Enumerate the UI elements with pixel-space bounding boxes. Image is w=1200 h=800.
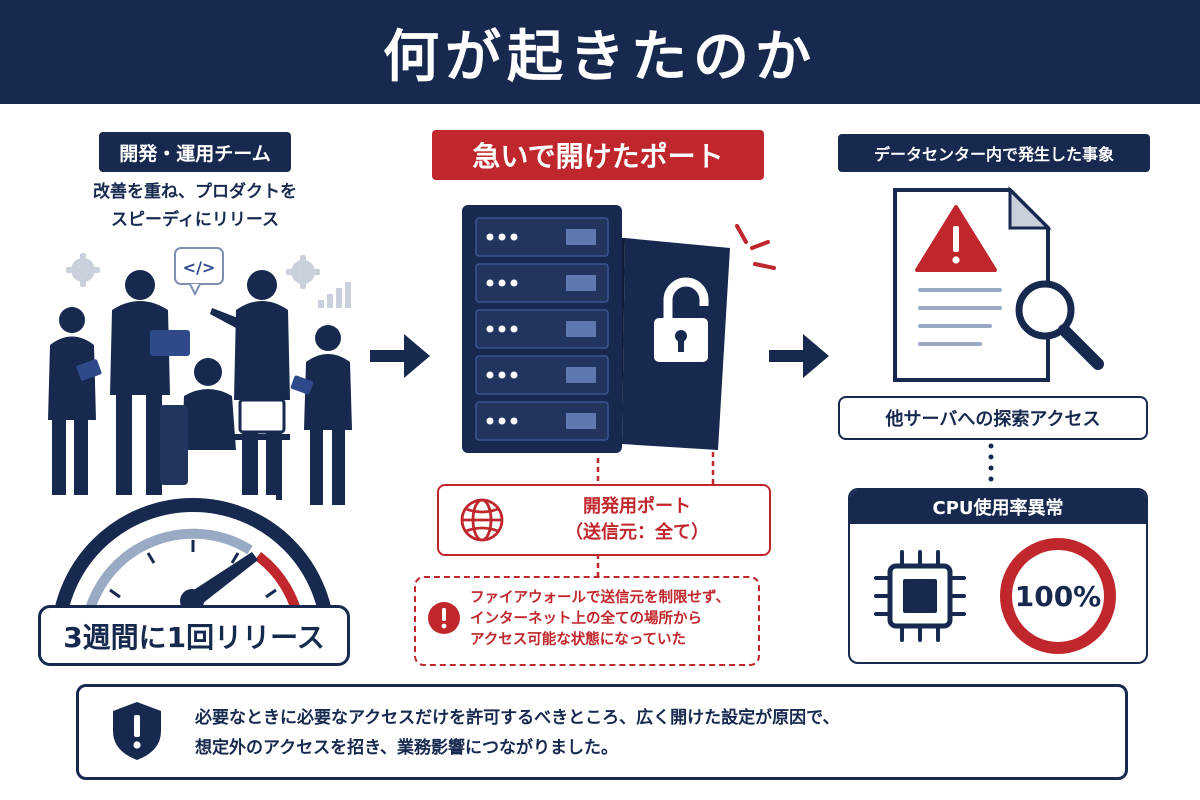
globe-icon [460, 498, 504, 542]
conclusion-line2: 想定外のアクセスを招き、業務影響につながりました。 [195, 738, 618, 758]
port-header: 急いで開けたポート [432, 130, 764, 180]
page-title: 何が起きたのか [383, 24, 817, 90]
person-icon [110, 270, 190, 495]
shield-alert-icon [113, 702, 161, 760]
probe-access-box: 他サーバへの探索アクセス [838, 396, 1148, 440]
cpu-anomaly-box: CPU使用率異常 100% [848, 488, 1148, 664]
dotted-connector [988, 443, 994, 482]
conclusion-line1: 必要なときに必要なアクセスだけを許可するべきところ、広く開けた設定が原因で、 [195, 708, 840, 728]
dev-port-box: 開発用ポート （送信元：全て） [437, 484, 771, 556]
cpu-chip-icon [874, 550, 966, 642]
magnifier-icon [1015, 280, 1104, 370]
release-frequency-label: 3週間に1回リリース [63, 620, 325, 654]
gear-icon [66, 253, 100, 287]
code-bubble-text: </> [183, 258, 216, 277]
server-illustration [462, 205, 776, 488]
firewall-warning-line3: アクセス可能な状態になっていた [470, 632, 687, 648]
dev-port-text: 開発用ポート （送信元：全て） [517, 494, 757, 546]
team-illustration: </> [48, 247, 352, 642]
code-bubble-icon: </> [174, 247, 224, 297]
incident-report-illustration [893, 186, 1104, 382]
cpu-usage-value: 100% [1015, 580, 1102, 613]
firewall-warning-line2: インターネット上の全ての場所から [470, 611, 702, 627]
exclamation-circle-icon [428, 602, 460, 634]
person-icon [48, 307, 102, 495]
datacenter-header: データセンター内で発生した事象 [838, 134, 1150, 172]
unlocked-padlock-icon [654, 277, 709, 362]
firewall-warning-line1: ファイアウォールで送信元を制限せず、 [470, 590, 730, 606]
release-frequency-box: 3週間に1回リリース [38, 605, 350, 666]
dashed-connector-lower [596, 554, 600, 578]
document-icon [893, 186, 1052, 382]
gear-icon-right [286, 255, 320, 289]
alert-lines-icon [735, 224, 776, 270]
dev-port-line1: 開発用ポート [583, 496, 691, 517]
probe-access-label: 他サーバへの探索アクセス [885, 409, 1101, 430]
bar-chart-icon [318, 282, 351, 308]
dev-port-line2: （送信元：全て） [565, 522, 709, 543]
team-caption-line1: 改善を重ね、プロダクトを [93, 182, 297, 202]
firewall-warning-box: ファイアウォールで送信元を制限せず、 インターネット上の全ての場所から アクセス… [414, 576, 760, 666]
conclusion-text: 必要なときに必要なアクセスだけを許可するべきところ、広く開けた設定が原因で、 想… [195, 703, 1115, 763]
firewall-warning-text: ファイアウォールで送信元を制限せず、 インターネット上の全ての場所から アクセス… [470, 588, 752, 651]
team-caption: 改善を重ね、プロダクトを スピーディにリリース [60, 178, 330, 234]
person-icon [160, 358, 290, 500]
team-header: 開発・運用チーム [99, 132, 291, 172]
arrow-right-icon [370, 334, 430, 378]
team-caption-line2: スピーディにリリース [111, 210, 279, 230]
title-bar: 何が起きたのか [0, 0, 1200, 104]
server-rack-icon [462, 205, 622, 453]
cpu-usage-gauge: 100% [1000, 538, 1116, 654]
arrow-right-icon [769, 334, 829, 378]
cpu-anomaly-header: CPU使用率異常 [850, 490, 1146, 524]
warning-triangle-icon [915, 205, 997, 272]
conclusion-box: 必要なときに必要なアクセスだけを許可するべきところ、広く開けた設定が原因で、 想… [76, 684, 1128, 780]
person-icon [290, 325, 352, 505]
